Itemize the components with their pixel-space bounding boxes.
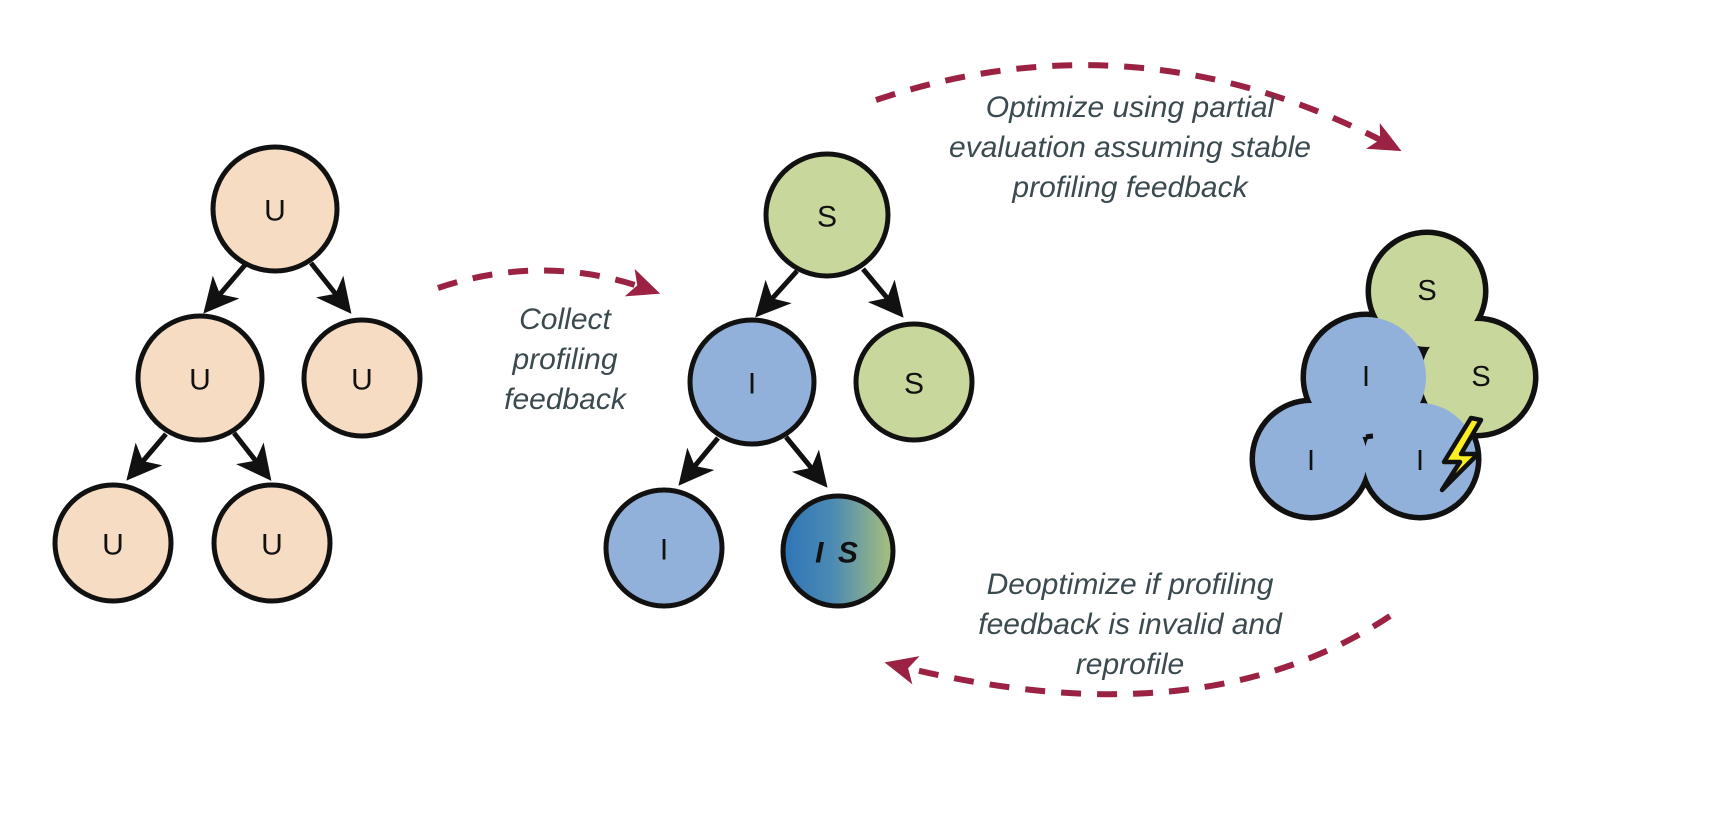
tree-edges-unprofiled <box>126 261 352 481</box>
edge-u-left-u-lr <box>232 431 272 481</box>
node-s-root[interactable] <box>763 151 891 279</box>
node-label-i-left: I <box>748 368 756 401</box>
cluster-node-i-mid[interactable] <box>1306 317 1426 437</box>
node-s-right[interactable] <box>853 321 975 443</box>
tree-labels-unprofiled: U U U U U <box>102 195 373 562</box>
cluster-inlined: S S I I I <box>1249 229 1539 521</box>
tree-labels-profiled: S I S I I S <box>660 201 924 570</box>
tree-nodes-profiled <box>603 151 975 609</box>
node-label-u-root: U <box>264 195 286 228</box>
node-u-root[interactable] <box>210 144 340 274</box>
node-i-left[interactable] <box>687 317 817 447</box>
node-u-ll[interactable] <box>52 482 174 604</box>
node-label-s-root: S <box>817 201 837 234</box>
node-is-lr[interactable] <box>780 493 896 609</box>
node-u-left[interactable] <box>135 313 265 443</box>
tree-unprofiled: U U U U U <box>52 144 423 604</box>
cluster-label-s-top: S <box>1417 275 1436 307</box>
edge-s-root-s-right <box>861 267 904 318</box>
cluster-node-s-top[interactable] <box>1371 235 1483 347</box>
cluster-label-i-mid: I <box>1362 361 1370 393</box>
edge-u-root-u-left <box>203 263 247 314</box>
node-label-u-right: U <box>351 364 373 397</box>
node-label-is-lr: I S <box>815 537 861 570</box>
edge-i-left-i-ll <box>678 436 720 486</box>
edge-i-left-is-lr <box>784 435 828 488</box>
node-u-lr[interactable] <box>211 482 333 604</box>
edge-u-root-u-right <box>309 261 352 314</box>
node-label-s-right: S <box>904 368 924 401</box>
edge-s-root-i-left <box>755 269 799 318</box>
cluster-label-i-right: I <box>1416 445 1424 477</box>
node-u-right[interactable] <box>301 317 423 439</box>
tree-edges-profiled <box>678 267 904 488</box>
node-label-u-ll: U <box>102 529 124 562</box>
cluster-node-s-right[interactable] <box>1421 321 1533 433</box>
cluster-node-i-left[interactable] <box>1255 403 1367 515</box>
node-label-u-lr: U <box>261 529 283 562</box>
cluster-fills <box>1255 235 1533 515</box>
tree-nodes-unprofiled <box>52 144 423 604</box>
node-label-i-ll: I <box>660 534 668 567</box>
arrow-optimize <box>875 62 1402 152</box>
deopt-bolt-icon <box>1439 415 1484 493</box>
cluster-seams <box>1365 433 1374 440</box>
tree-profiled: S I S I I S <box>603 151 975 609</box>
arrow-deoptimize <box>884 613 1392 698</box>
node-label-u-left: U <box>189 364 211 397</box>
node-i-ll[interactable] <box>603 487 725 609</box>
cluster-labels: S S I I I <box>1307 275 1491 477</box>
cluster-label-i-left: I <box>1307 445 1315 477</box>
flow-arrows <box>437 62 1402 698</box>
cluster-label-s-right: S <box>1471 361 1490 393</box>
edge-u-left-u-ll <box>126 432 168 481</box>
arrow-collect-profiling-feedback <box>437 267 661 297</box>
